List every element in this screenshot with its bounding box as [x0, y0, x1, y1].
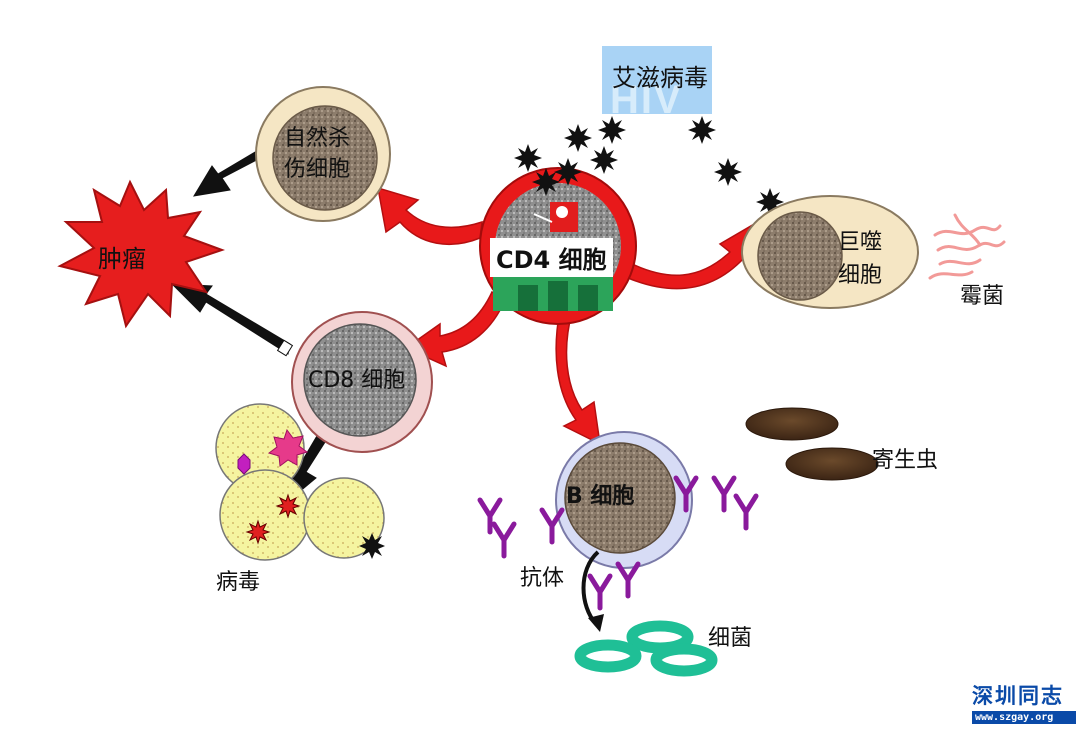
- arrow-to-b-cell: [555, 309, 601, 446]
- cd4-cell-label: CD4 细胞: [490, 238, 613, 277]
- site-watermark: 深圳同志 www.szgay.org: [972, 680, 1076, 724]
- cd8-cell: [291, 311, 433, 453]
- mold-filaments: [928, 213, 1006, 280]
- watermark-url: www.szgay.org: [972, 711, 1076, 724]
- macrophage-label: 巨噬 细胞: [838, 230, 883, 288]
- macrophage: [741, 195, 919, 309]
- red-arrows: [377, 186, 770, 446]
- bacteria-label: 细菌: [708, 626, 753, 651]
- aids-virus-label: 艾滋病毒: [612, 64, 708, 92]
- arrow-nk-to-tumor: [193, 147, 269, 197]
- tumor-label: 肿瘤: [98, 245, 146, 273]
- mold-label: 霉菌: [960, 284, 1005, 309]
- watermark-name: 深圳同志: [972, 684, 1064, 708]
- b-cell-label: B 细胞: [566, 484, 635, 509]
- bacteria: [574, 620, 718, 677]
- virus-particle-red-2: [245, 519, 271, 545]
- b-cell: [555, 431, 693, 569]
- virus-label: 病毒: [216, 570, 261, 595]
- hiv-particles: [514, 116, 784, 216]
- parasites: [745, 407, 879, 481]
- parasite-label: 寄生虫: [872, 448, 939, 473]
- arrow-to-nk-cell: [377, 186, 483, 245]
- nk-cell: [255, 86, 391, 222]
- antibodies: [477, 475, 759, 611]
- virus-particle-pink: [267, 428, 309, 467]
- tumor: [57, 179, 226, 329]
- arrow-cd8-to-tumor: [170, 283, 291, 355]
- antibody-curved-arrow: [581, 550, 604, 632]
- nk-cell-label: 自然杀 伤细胞: [284, 126, 351, 182]
- hiv-label: HIV: [610, 78, 683, 122]
- antibody-label: 抗体: [520, 566, 565, 591]
- virus-infected-cells: [215, 403, 385, 561]
- virus-particle-red-1: [275, 493, 301, 519]
- cd8-cell-label: CD8 细胞: [308, 368, 406, 393]
- virus-particle-magenta: [237, 453, 251, 475]
- hiv-title-box: [602, 46, 712, 114]
- virus-particle-black: [359, 533, 385, 559]
